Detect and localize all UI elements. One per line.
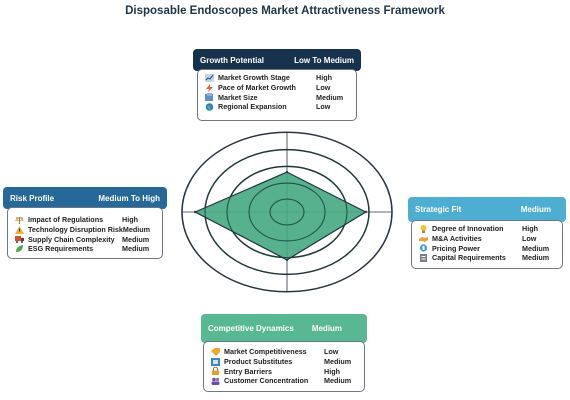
strategic-fit-panel: Strategic Fit Medium Degree of Innovatio… <box>408 197 566 273</box>
panel-rating: Low To Medium <box>294 55 354 65</box>
panel-title: Risk Profile <box>10 193 55 203</box>
grid-ring-overlay-2 <box>248 182 326 242</box>
grid-ring-overlay-4 <box>204 149 370 275</box>
radar-point-strategic-fit <box>364 210 367 214</box>
panel-rating: Medium To High <box>98 193 160 203</box>
strategic-fit-header: Strategic Fit Medium <box>408 197 566 222</box>
lock-icon <box>211 366 220 376</box>
warning-icon <box>15 225 24 234</box>
capital-icon <box>419 253 428 262</box>
panel-rating: Medium <box>520 205 551 214</box>
bulb-icon <box>419 224 428 233</box>
box-icon <box>205 93 214 102</box>
radar-point-growth-potential <box>285 170 289 174</box>
panel-title: Growth Potential <box>200 55 264 65</box>
radar-point-competitive-dynamics <box>285 258 289 262</box>
panel-rating: Medium <box>311 324 343 333</box>
handshake-icon <box>419 235 428 243</box>
grid-ring-overlay-3 <box>226 165 348 259</box>
growth-potential-header: Growth Potential Low To Medium <box>193 49 361 71</box>
competitive-dynamics-panel: Competitive Dynamics Medium Market Compe… <box>201 314 367 394</box>
page-title: Disposable Endoscopes Market Attractiven… <box>125 5 445 17</box>
radar-point-risk-profile <box>193 210 197 214</box>
panel-title: Strategic Fit <box>415 205 462 214</box>
risk-profile-panel: Risk Profile Medium To High Impact of Re… <box>3 187 167 261</box>
scales-icon <box>15 216 24 224</box>
tag-icon <box>211 347 220 356</box>
chart-icon <box>205 73 214 82</box>
substitute-icon <box>211 357 220 366</box>
pricetag-icon <box>419 244 428 252</box>
bolt-icon <box>205 83 214 92</box>
growth-potential-panel: Growth Potential Low To Medium Market Gr… <box>193 49 361 123</box>
panel-title: Competitive Dynamics <box>208 324 294 333</box>
competitive-dynamics-header: Competitive Dynamics Medium <box>201 314 367 343</box>
grid-ring-overlay-1 <box>269 198 305 226</box>
risk-profile-header: Risk Profile Medium To High <box>3 187 167 209</box>
people-icon <box>211 377 220 385</box>
radar-area <box>193 171 367 261</box>
truck-icon <box>15 235 24 244</box>
globe-icon <box>205 103 214 111</box>
leaf-icon <box>15 244 24 253</box>
